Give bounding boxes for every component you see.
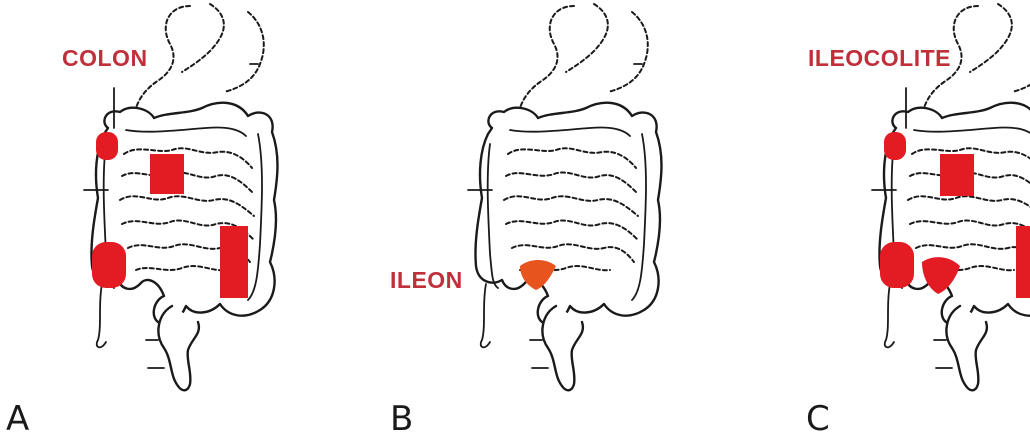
panel-letter-c: C [806, 399, 830, 439]
lesion-ascending-lower [92, 242, 126, 288]
panel-letter-a: A [6, 399, 29, 439]
intestine-outline [468, 4, 662, 390]
lesion-ascending-upper [96, 132, 118, 160]
lesion-ascending-lower [880, 242, 914, 288]
panel-b [468, 4, 662, 390]
lesion-descending [1016, 226, 1030, 298]
lesion-descending [220, 226, 248, 298]
lesion-transverse [150, 154, 184, 194]
site-label-colon: COLON [62, 45, 148, 71]
site-label-ileocolite: ILEOCOLITE [808, 45, 951, 71]
panel-letter-b: B [390, 399, 413, 439]
lesion-ascending-upper [884, 132, 906, 160]
site-label-ileon: ILEON [390, 267, 463, 293]
lesion-transverse [940, 154, 974, 196]
